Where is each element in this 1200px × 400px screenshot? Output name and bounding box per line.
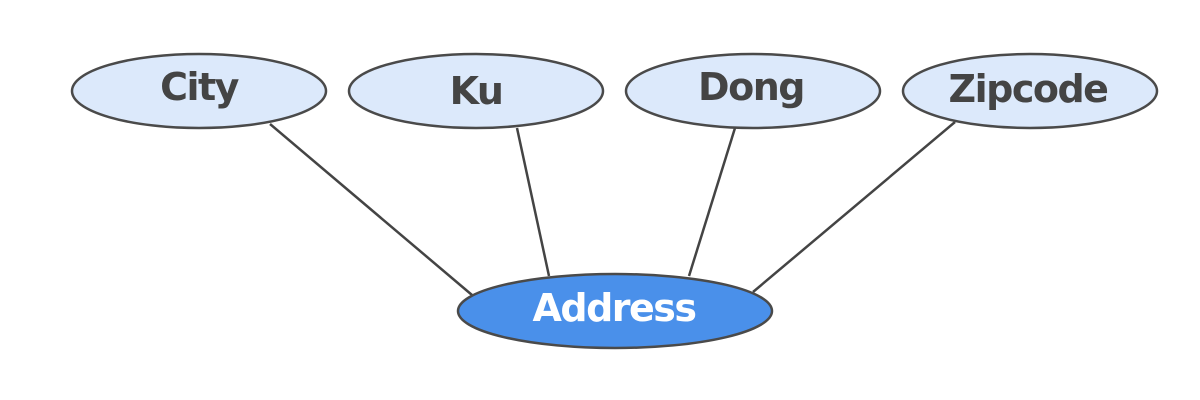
entity-label-address: Address xyxy=(532,286,695,330)
attribute-node-city[interactable]: City xyxy=(70,52,328,130)
attribute-ellipse-city xyxy=(70,52,328,130)
connector-ku-address xyxy=(515,127,551,277)
attribute-ellipse-zipcode xyxy=(901,52,1159,130)
attribute-label-city: City xyxy=(160,65,240,109)
connector-zipcode-address xyxy=(752,121,956,293)
entity-ellipse-address xyxy=(456,272,774,350)
attribute-label-dong: Dong xyxy=(698,65,804,109)
connector-dong-address xyxy=(687,127,737,277)
attribute-label-zipcode: Zipcode xyxy=(949,67,1108,111)
attribute-node-dong[interactable]: Dong xyxy=(624,52,882,130)
attribute-ellipse-ku xyxy=(347,52,605,130)
attribute-ellipse-dong xyxy=(624,52,882,130)
connector-city-address xyxy=(269,123,473,296)
entity-node-address[interactable]: Address xyxy=(456,272,774,350)
attribute-node-zipcode[interactable]: Zipcode xyxy=(901,52,1159,130)
attribute-node-ku[interactable]: Ku xyxy=(347,52,605,130)
attribute-label-ku: Ku xyxy=(450,69,503,113)
